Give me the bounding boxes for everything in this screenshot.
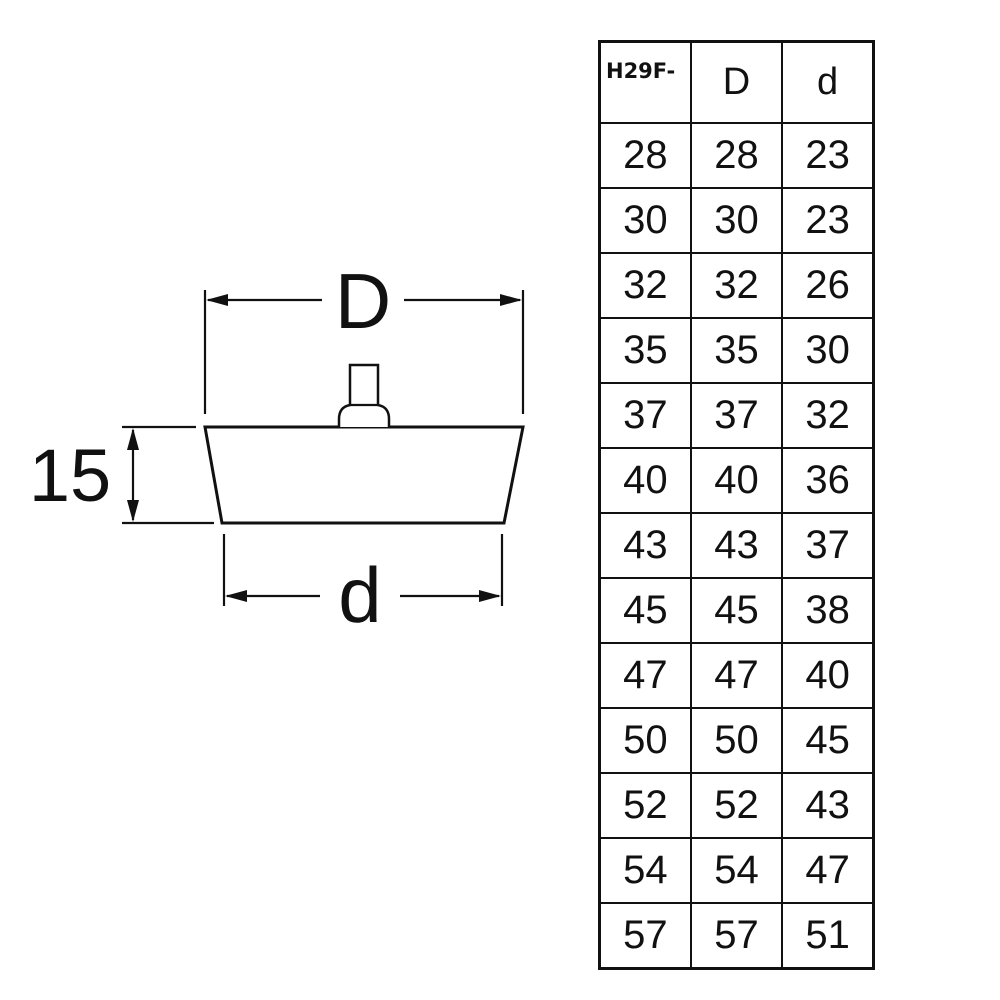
header-d: d [781, 40, 875, 124]
dimension-label-d: d [338, 551, 381, 639]
cell-D: 30 [689, 187, 784, 254]
cell-D: 35 [689, 317, 784, 384]
stopper-stem [337, 363, 391, 427]
cell-d: 36 [781, 447, 875, 514]
cell-model: 30 [598, 187, 692, 254]
cell-d: 23 [781, 187, 875, 254]
cell-model: 40 [598, 447, 692, 514]
dimension-label-height: 15 [29, 434, 111, 517]
cell-model: 54 [598, 837, 692, 904]
cell-d: 23 [781, 122, 875, 189]
cell-d: 40 [781, 642, 875, 709]
cell-D: 54 [689, 837, 784, 904]
header-model: H29F- [598, 40, 692, 124]
cell-d: 38 [781, 577, 875, 644]
cell-d: 43 [781, 772, 875, 839]
cell-D: 57 [689, 902, 784, 970]
cell-d: 51 [781, 902, 875, 970]
cell-model: 57 [598, 902, 692, 970]
cell-D: 32 [689, 252, 784, 319]
cell-d: 26 [781, 252, 875, 319]
cell-model: 35 [598, 317, 692, 384]
cell-model: 43 [598, 512, 692, 579]
cell-model: 47 [598, 642, 692, 709]
arrowhead-D-right [500, 294, 522, 306]
cell-model: 28 [598, 122, 692, 189]
cell-D: 45 [689, 577, 784, 644]
stopper-body [203, 425, 525, 525]
table-header-row: H29F- D d [598, 40, 875, 124]
cell-D: 40 [689, 447, 784, 514]
arrowhead-D-left [206, 294, 228, 306]
cell-d: 45 [781, 707, 875, 774]
arrowhead-d-left [225, 590, 247, 602]
cell-d: 32 [781, 382, 875, 449]
header-D: D [689, 40, 784, 124]
dimension-label-D: D [335, 257, 391, 345]
cell-D: 47 [689, 642, 784, 709]
cell-model: 50 [598, 707, 692, 774]
cell-d: 37 [781, 512, 875, 579]
cell-model: 32 [598, 252, 692, 319]
cell-d: 30 [781, 317, 875, 384]
cell-D: 28 [689, 122, 784, 189]
arrowhead-height-bottom [127, 500, 139, 522]
cell-model: 45 [598, 577, 692, 644]
cell-model: 37 [598, 382, 692, 449]
cell-D: 37 [689, 382, 784, 449]
cell-d: 47 [781, 837, 875, 904]
arrowhead-d-right [479, 590, 501, 602]
cell-D: 52 [689, 772, 784, 839]
cell-D: 43 [689, 512, 784, 579]
arrowhead-height-top [127, 428, 139, 450]
cell-D: 50 [689, 707, 784, 774]
cell-model: 52 [598, 772, 692, 839]
